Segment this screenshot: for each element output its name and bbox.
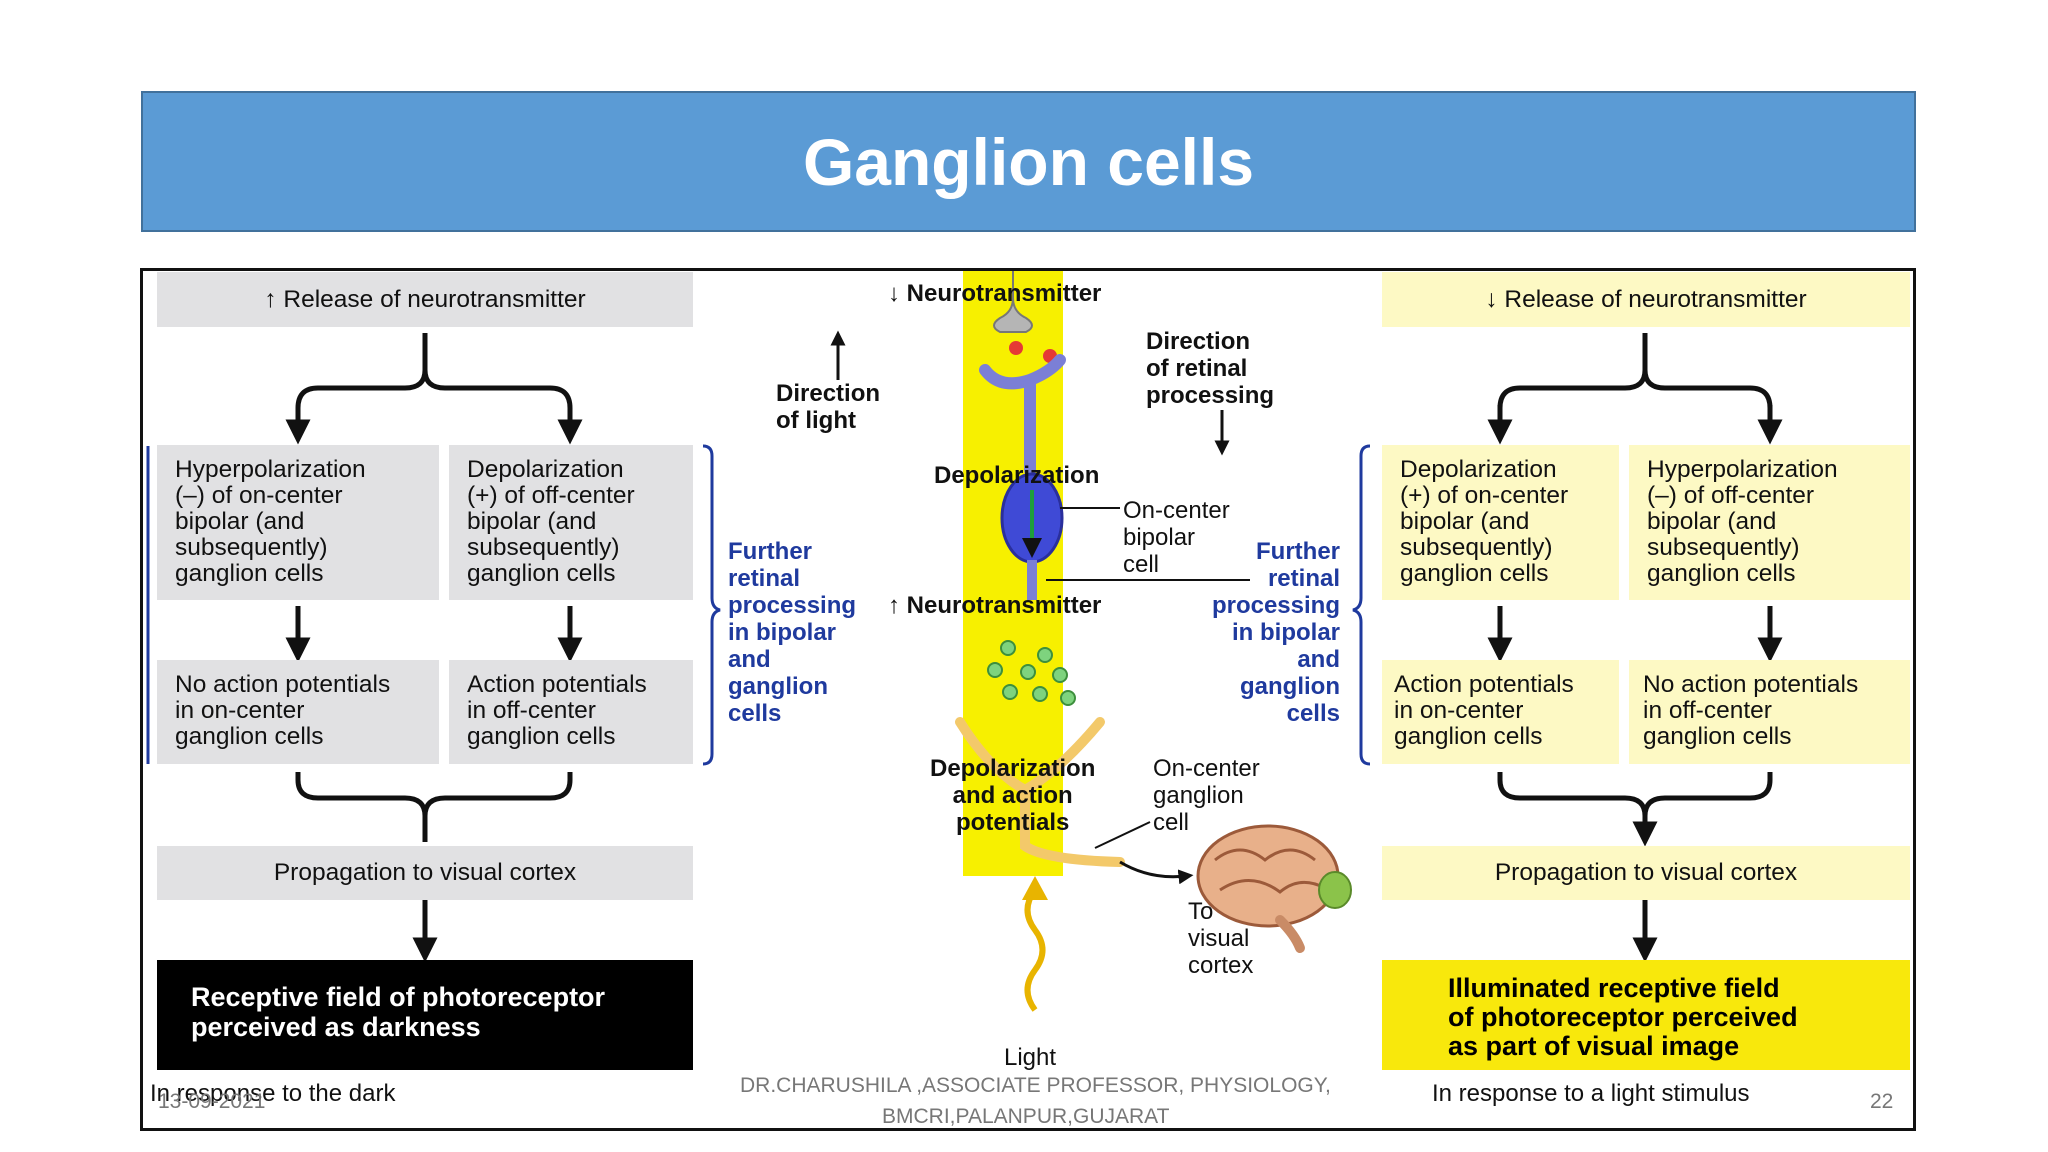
author-line-1: DR.CHARUSHILA ,ASSOCIATE PROFESSOR, PHYS…: [740, 1074, 1331, 1097]
right-ap-box: Action potentials in on-center ganglion …: [1382, 660, 1619, 764]
right-result-box: Illuminated receptive field of photorece…: [1382, 960, 1910, 1070]
right-no-ap-box: No action potentials in off-center gangl…: [1629, 660, 1910, 764]
photoreceptor-terminal: [993, 271, 1033, 333]
on-center-bipolar-label: On-center bipolar cell: [1123, 497, 1230, 578]
left-result-box: Receptive field of photoreceptor perceiv…: [157, 960, 693, 1070]
left-depol-box: Depolarization (+) of off-center bipolar…: [449, 445, 693, 600]
right-hyper-box: Hyperpolarization (–) of off-center bipo…: [1629, 445, 1910, 600]
right-further-label: Further retinal processing in bipolar an…: [1211, 538, 1340, 727]
right-brace: [1352, 444, 1371, 766]
left-fork-top: [295, 333, 570, 432]
ganglion-cell: [955, 717, 1125, 867]
depol-action-label: Depolarization and action potentials: [930, 755, 1096, 836]
light-squiggle-icon: [1024, 888, 1046, 1012]
author-line-2: BMCRI,PALANPUR,GUJARAT: [882, 1105, 1170, 1128]
left-brace: [702, 444, 721, 766]
direction-processing-label: Direction of retinal processing: [1146, 328, 1275, 409]
right-release-box: ↓ Release of neurotransmitter: [1382, 272, 1910, 327]
left-hyper-box: Hyperpolarization (–) of on-center bipol…: [157, 445, 439, 600]
left-ap-box: Action potentials in off-center ganglion…: [449, 660, 693, 764]
left-further-label: Further retinal processing in bipolar an…: [728, 538, 857, 727]
right-depol-box: Depolarization (+) of on-center bipolar …: [1382, 445, 1619, 600]
left-release-box: ↑ Release of neurotransmitter: [157, 272, 693, 327]
on-center-ganglion-label: On-center ganglion cell: [1153, 755, 1260, 836]
bipolar-dendrites: [979, 354, 1066, 476]
depolarization-label: Depolarization: [934, 462, 1100, 489]
neurotransmitter-mid-label: ↑ Neurotransmitter: [888, 592, 1102, 619]
right-fork-top: [1497, 333, 1773, 409]
right-propagation-box: Propagation to visual cortex: [1382, 846, 1910, 900]
right-merge: [1497, 772, 1773, 817]
title-bar: Ganglion cells: [141, 91, 1916, 232]
neurotransmitter-top-label: ↓ Neurotransmitter: [888, 280, 1102, 307]
slide-date: 13-09-2021: [158, 1090, 266, 1113]
to-cortex-label: To visual cortex: [1188, 898, 1254, 979]
right-caption: In response to a light stimulus: [1432, 1080, 1750, 1107]
brain-icon: [1196, 824, 1352, 953]
left-caption: In response to the dark: [150, 1080, 396, 1107]
page-number: 22: [1870, 1090, 1894, 1113]
left-no-ap-box: No action potentials in on-center gangli…: [157, 660, 439, 764]
light-label: Light: [1004, 1044, 1057, 1071]
left-propagation-box: Propagation to visual cortex: [157, 846, 693, 900]
slide-title: Ganglion cells: [802, 124, 1255, 199]
direction-light-label: Direction of light: [776, 380, 881, 434]
vesicles: [987, 640, 1076, 706]
left-merge: [295, 772, 573, 842]
